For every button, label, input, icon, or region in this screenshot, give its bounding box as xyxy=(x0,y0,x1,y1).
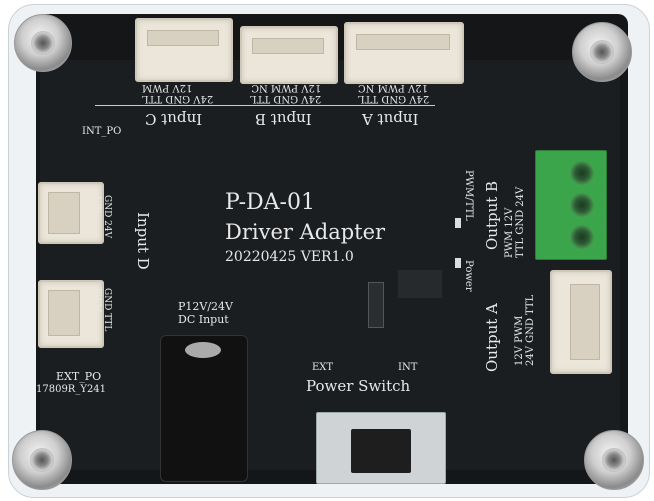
input-c-pins: 24V GND TTL 12V PWM xyxy=(142,82,213,104)
led-pwm-ttl-label: PWM/TTL xyxy=(463,170,474,221)
input-d-connector-1 xyxy=(38,182,104,244)
screw-icon xyxy=(590,40,614,64)
pin-labels: 12V PWM xyxy=(142,82,193,93)
input-d-connector-2 xyxy=(38,280,104,348)
input-b-pins: 24V GND TTL 12V PWM NC xyxy=(250,82,321,104)
pin-labels: 24V GND TTL xyxy=(142,93,214,104)
pin-labels: 12V PWM NC xyxy=(358,82,428,93)
pin-label: 24V xyxy=(301,93,322,104)
pin-labels: TTL GND 24V xyxy=(515,186,526,258)
switch-ext-label: EXT xyxy=(312,362,334,373)
output-a-connector xyxy=(550,270,612,374)
pcb-surface xyxy=(40,60,620,470)
dc-input-text: DC Input xyxy=(178,313,229,326)
dc-power-jack xyxy=(160,335,248,482)
switch-slider[interactable] xyxy=(351,429,411,473)
output-b-terminal-block xyxy=(535,150,607,260)
dc-input-voltage: P12V/24V xyxy=(178,300,233,313)
screw-icon xyxy=(31,31,55,55)
ic-chip xyxy=(368,282,384,328)
ic-chip xyxy=(398,270,442,298)
board-version: 20220425 VER1.0 xyxy=(225,249,354,265)
power-switch-label: Power Switch xyxy=(306,377,411,395)
pin-labels: PWM xyxy=(92,288,102,313)
screw-icon xyxy=(602,448,626,472)
standoff-bottom-right xyxy=(584,430,644,490)
ext-po-label: EXT_PO xyxy=(56,370,102,383)
power-switch[interactable] xyxy=(316,412,446,484)
standoff-top-left xyxy=(14,14,72,72)
input-b-label: Input B xyxy=(255,110,312,128)
pin-labels: 12V PWM xyxy=(514,315,525,366)
input-a-connector xyxy=(344,22,464,84)
standoff-top-right xyxy=(572,22,632,82)
input-c-label: Input C xyxy=(145,110,203,128)
pin-label: 12V xyxy=(301,82,322,93)
output-b-label: Output B xyxy=(483,180,501,250)
input-c-connector xyxy=(135,18,233,82)
input-b-connector xyxy=(240,26,338,84)
pin-label: TTL xyxy=(250,93,271,104)
board-model: P-DA-01 xyxy=(225,190,315,215)
screw-icon xyxy=(30,448,54,472)
pin-labels: GND 24V xyxy=(102,195,112,239)
divider-line xyxy=(95,105,435,106)
jack-pin xyxy=(185,342,221,358)
input-d-label: Input D xyxy=(134,212,152,270)
input-a-label: Input A xyxy=(362,110,419,128)
screw-icon xyxy=(570,225,594,249)
pin-label: GND xyxy=(273,93,299,104)
pin-labels: GND TTL xyxy=(102,288,112,332)
standoff-bottom-left xyxy=(12,430,72,490)
pin-labels: PWM 12V xyxy=(504,207,515,258)
led-pwm-ttl xyxy=(455,218,461,228)
board-name: Driver Adapter xyxy=(225,220,386,244)
part-code: 17809R_Y241 xyxy=(36,384,107,395)
pin-labels: 24V GND TTL xyxy=(358,93,430,104)
screw-icon xyxy=(570,193,594,217)
pin-label: PWM xyxy=(270,82,299,93)
pin-labels: 12V xyxy=(92,195,102,213)
output-a-label: Output A xyxy=(483,303,501,372)
led-power-label: Power xyxy=(463,260,474,292)
int-po-label: INT_PO xyxy=(82,126,122,137)
led-power xyxy=(455,258,461,268)
pin-label: NC xyxy=(251,82,268,93)
screw-icon xyxy=(570,161,594,185)
switch-int-label: INT xyxy=(398,362,418,373)
input-a-pins: 24V GND TTL 12V PWM NC xyxy=(358,82,429,104)
pin-labels: 24V GND TTL xyxy=(525,294,536,366)
